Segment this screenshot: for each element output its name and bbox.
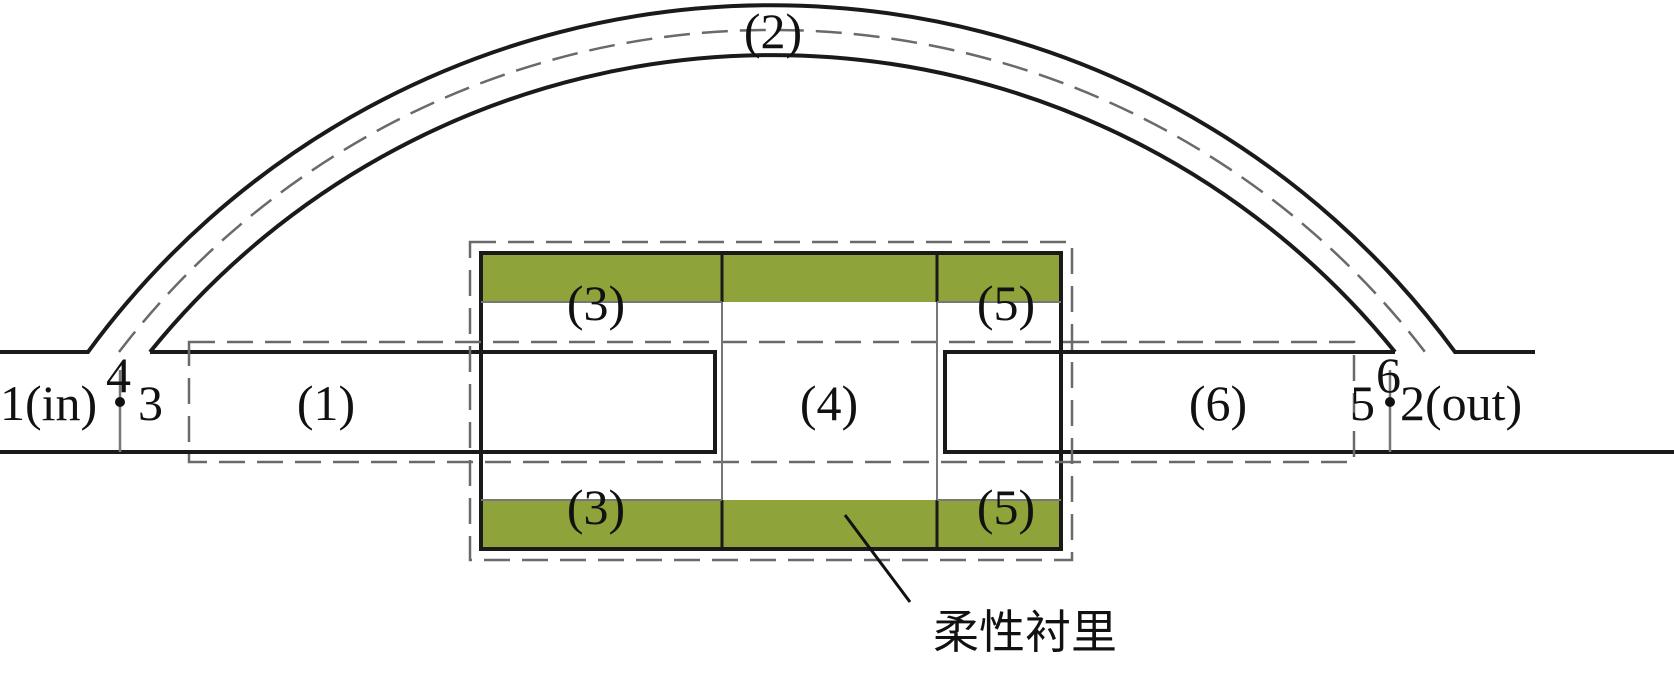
label-region-1: (1): [297, 375, 355, 431]
label-region-5-top: (5): [977, 275, 1035, 331]
label-node-5: 5: [1350, 375, 1375, 431]
inlet-pipe: [0, 350, 717, 454]
label-node-inlet: 1(in): [0, 375, 97, 431]
outlet-pipe: [943, 350, 1674, 454]
bypass-outer-wall: [0, 3, 1535, 354]
label-region-5-bottom: (5): [977, 479, 1035, 535]
label-region-2: (2): [744, 3, 802, 59]
label-region-6: (6): [1189, 375, 1247, 431]
expansion-chamber: [479, 251, 1063, 551]
lining-bottom: [481, 500, 1061, 549]
pipe-dashed-boundary: [187, 340, 1356, 464]
chamber-dashed-boundary: [468, 240, 1074, 562]
bypass-centerline: [118, 28, 1426, 353]
bypass-inner-wall: [148, 53, 1397, 354]
label-node-6: 6: [1376, 347, 1401, 403]
outlet-junction-node: [1385, 397, 1395, 407]
lining-callout-leader: [843, 514, 912, 603]
label-node-4: 4: [106, 347, 131, 403]
label-node-3: 3: [138, 375, 163, 431]
label-region-4: (4): [800, 375, 858, 431]
label-lining-callout: 柔性衬里: [933, 605, 1117, 659]
label-region-3-top: (3): [567, 275, 625, 331]
label-region-3-bottom: (3): [567, 479, 625, 535]
lining-top: [481, 253, 1061, 302]
inlet-junction-node: [115, 397, 125, 407]
label-node-outlet: 2(out): [1400, 375, 1522, 431]
